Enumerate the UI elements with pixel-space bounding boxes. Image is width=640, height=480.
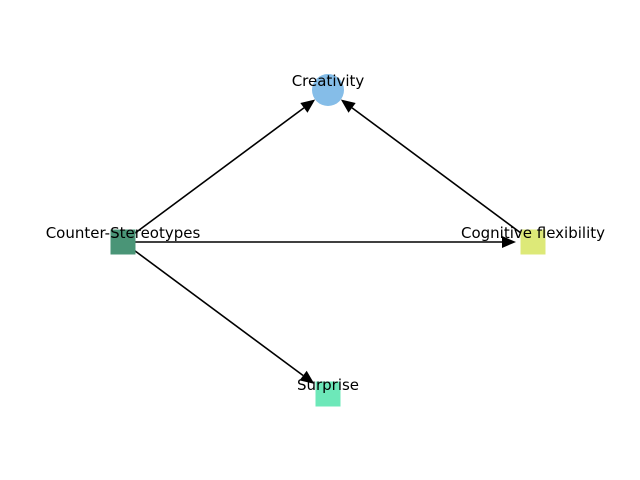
node-counter[interactable] — [110, 229, 136, 255]
edge-counter-to-surprise — [132, 248, 304, 377]
edge-counter-to-creativity — [132, 107, 305, 236]
node-label-surprise: Surprise — [297, 376, 359, 394]
node-label-counter: Counter-Stereotypes — [46, 224, 201, 242]
arrowhead-cognitive-to-creativity — [340, 99, 356, 113]
arrowhead-counter-to-creativity — [300, 99, 316, 113]
arrowhead-counter-to-surprise — [299, 370, 315, 384]
nodes-layer — [110, 74, 546, 407]
node-surprise[interactable] — [315, 381, 341, 407]
edge-cognitive-to-creativity — [351, 107, 524, 236]
arrowhead-counter-to-cognitive — [502, 236, 516, 248]
edges-layer — [132, 99, 524, 384]
node-label-cognitive: Cognitive flexibility — [461, 224, 605, 242]
node-cognitive[interactable] — [520, 229, 546, 255]
node-creativity[interactable] — [312, 74, 344, 106]
node-label-creativity: Creativity — [292, 72, 365, 90]
